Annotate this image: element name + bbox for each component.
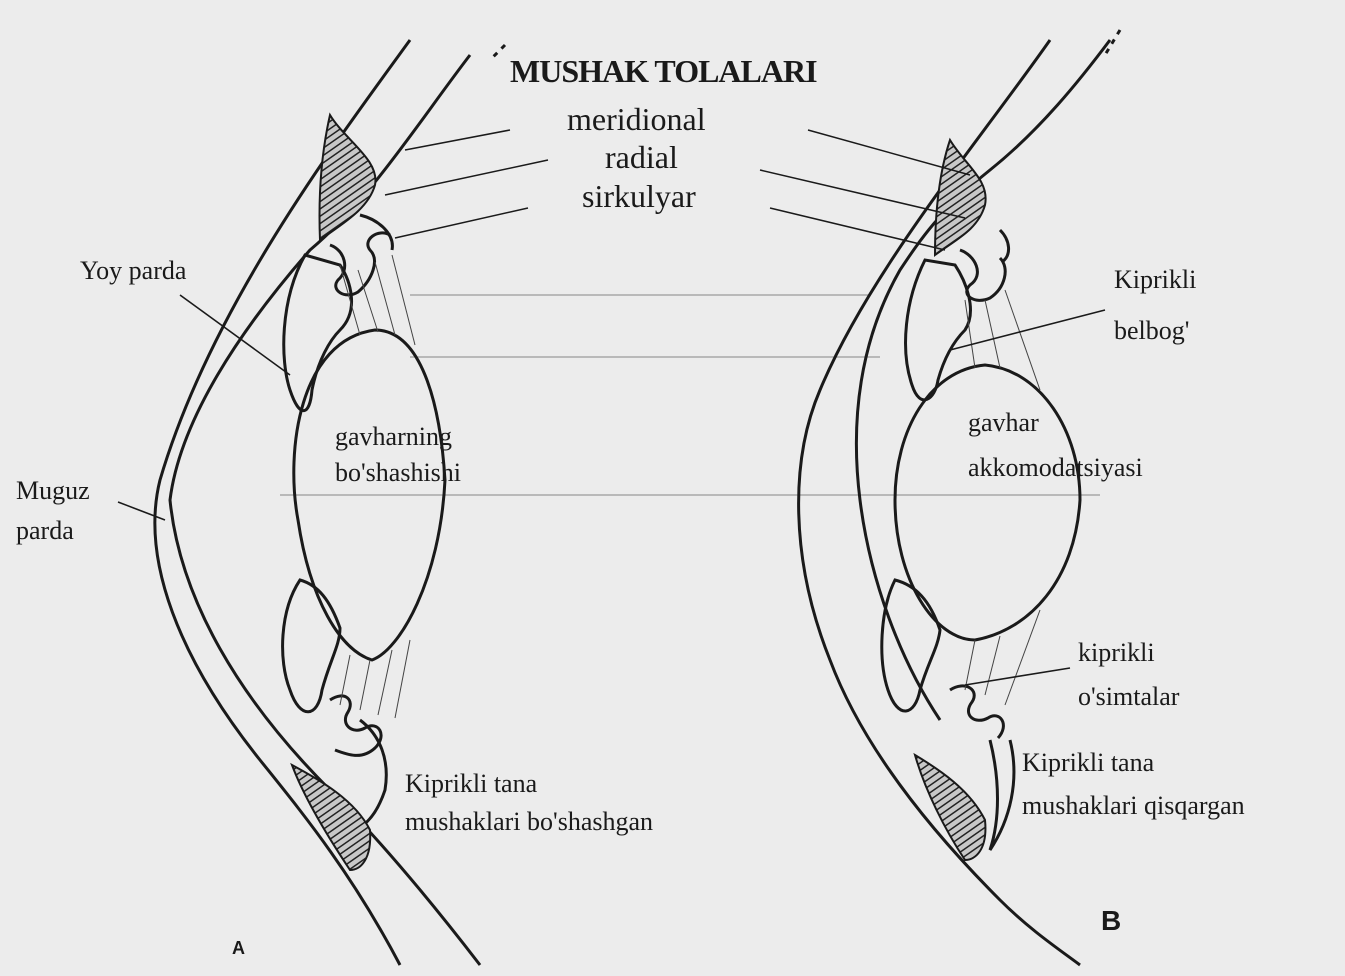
zonule-label-line2: belbog' bbox=[1114, 318, 1189, 344]
panel-letter-b: B bbox=[1101, 905, 1121, 937]
cornea-label-line1: Muguz bbox=[16, 478, 90, 504]
processes-label-line1: kiprikli bbox=[1078, 640, 1155, 666]
lens-relax-label-line2: bo'shashishi bbox=[335, 460, 461, 486]
diagram-title: MUSHAK TOLALARI bbox=[510, 55, 817, 87]
ciliary-contracted-label-line2: mushaklari qisqargan bbox=[1022, 793, 1245, 819]
fiber-radial-label: radial bbox=[605, 141, 678, 173]
right-ciliary-muscle-lower bbox=[915, 755, 985, 860]
ciliary-relaxed-label-line1: Kiprikli tana bbox=[405, 771, 537, 797]
lens-relax-label-line1: gavharning bbox=[335, 424, 452, 450]
right-iris-lower bbox=[882, 580, 940, 711]
cornea-label-line2: parda bbox=[16, 518, 74, 544]
fiber-meridional-label: meridional bbox=[567, 103, 706, 135]
zonule-leader bbox=[950, 310, 1105, 350]
fiber-sirkulyar-label: sirkulyar bbox=[582, 180, 696, 212]
iris-label: Yoy parda bbox=[80, 258, 186, 284]
right-zonule-fibers bbox=[965, 290, 1040, 705]
left-ciliary-processes-lower bbox=[330, 696, 381, 756]
right-cornea-outer bbox=[799, 40, 1080, 965]
left-fiber-pointers bbox=[385, 130, 548, 238]
right-ciliary-processes-lower bbox=[950, 686, 1003, 738]
ciliary-relaxed-label-line2: mushaklari bo'shashgan bbox=[405, 809, 653, 835]
right-ciliary-muscle-upper bbox=[935, 140, 986, 255]
lens-accommodation-label-line2: akkomodatsiyasi bbox=[968, 455, 1143, 481]
ciliary-contracted-label-line1: Kiprikli tana bbox=[1022, 750, 1154, 776]
left-ciliary-muscle-upper bbox=[319, 115, 375, 240]
left-iris-lower bbox=[283, 580, 340, 712]
right-iris-upper bbox=[906, 260, 971, 400]
cornea-leader bbox=[118, 502, 165, 520]
processes-label-line2: o'simtalar bbox=[1078, 684, 1179, 710]
zonule-label-line1: Kiprikli bbox=[1114, 267, 1196, 293]
right-cornea-inner bbox=[856, 40, 1110, 720]
panel-letter-a: A bbox=[232, 938, 245, 959]
right-ciliary-processes-upper bbox=[960, 250, 1005, 300]
lens-accommodation-label-line1: gavhar bbox=[968, 410, 1039, 436]
